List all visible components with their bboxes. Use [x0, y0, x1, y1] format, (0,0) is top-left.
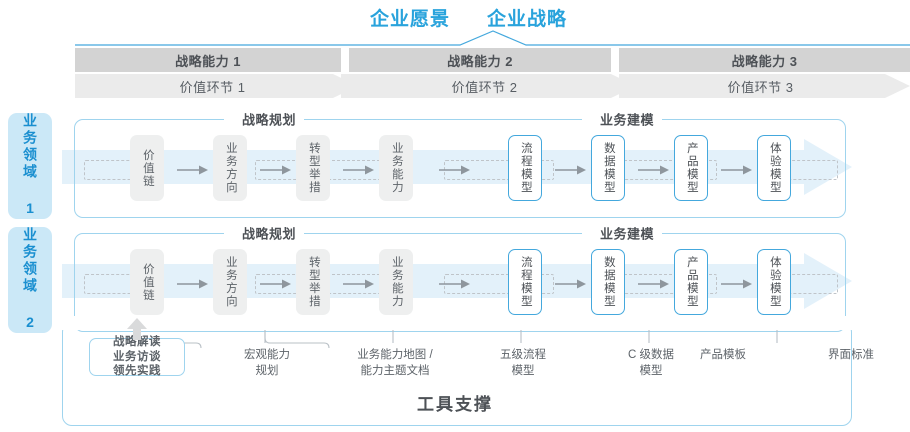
domain-row-1: 战略规划 业务建模价值链 业务方向 转型举措 业务能力 流程模型 数据模型 产品模型 体验模型 — [62, 109, 852, 218]
process-node-label: 体验模型 — [768, 256, 781, 308]
process-node-label: 业务能力 — [390, 142, 403, 194]
process-node-label: 业务方向 — [224, 142, 237, 194]
process-node-8[interactable]: 体验模型 — [757, 249, 791, 315]
process-node-label: 产品模型 — [685, 256, 698, 308]
step-arrow-icon — [439, 165, 470, 175]
process-node-label: 体验模型 — [768, 142, 781, 194]
strategic-capability-band: 战略能力 1 战略能力 2 战略能力 3 — [75, 48, 910, 72]
step-arrow-icon — [177, 165, 208, 175]
value-chain-cell-label: 价值环节 2 — [451, 79, 518, 95]
process-node-2[interactable]: 业务方向 — [213, 135, 247, 201]
process-node-label: 转型举措 — [307, 256, 320, 308]
process-node-3[interactable]: 转型举措 — [296, 249, 330, 315]
process-node-4[interactable]: 业务能力 — [379, 135, 413, 201]
process-node-label: 价值链 — [141, 262, 154, 302]
process-node-5[interactable]: 流程模型 — [508, 135, 542, 201]
process-node-label: 流程模型 — [519, 142, 532, 194]
section-label-modeling: 业务建模 — [592, 109, 663, 129]
step-arrow-icon — [721, 279, 752, 289]
top-connector-line — [75, 30, 910, 46]
tool-frame-top-gap — [62, 316, 852, 330]
step-arrow-icon — [638, 279, 669, 289]
tool-item-highlight[interactable]: 战略解读 业务访谈 领先实践 — [89, 336, 185, 377]
section-label-planning: 战略规划 — [234, 109, 305, 129]
value-chain-cell-label: 价值环节 3 — [727, 79, 794, 95]
value-chain-cell-1: 价值环节 1 — [75, 74, 350, 98]
tool-to-node-arrow-icon — [127, 318, 147, 340]
tool-support-title: 工具支撑 — [417, 395, 493, 414]
value-chain-cell-3: 价值环节 3 — [619, 74, 902, 98]
sidebar-item-domain-2[interactable]: 业务领域 2 — [8, 227, 52, 333]
row-frame — [74, 233, 846, 332]
process-node-2[interactable]: 业务方向 — [213, 249, 247, 315]
value-chain-chevrons — [75, 74, 910, 98]
row-frame — [74, 119, 846, 218]
process-node-6[interactable]: 数据模型 — [591, 135, 625, 201]
process-node-6[interactable]: 数据模型 — [591, 249, 625, 315]
step-arrow-icon — [721, 165, 752, 175]
step-arrow-icon — [177, 279, 208, 289]
value-chain-cell-label: 价值环节 1 — [179, 79, 246, 95]
capability-cell-label: 战略能力 2 — [447, 53, 513, 69]
process-node-7[interactable]: 产品模型 — [674, 249, 708, 315]
process-node-label: 业务方向 — [224, 256, 237, 308]
enterprise-strategy-title: 企业战略 — [487, 9, 568, 30]
domain-2-label: 业务领域 2 — [22, 227, 39, 333]
process-node-1[interactable]: 价值链 — [130, 135, 164, 201]
process-node-label: 流程模型 — [519, 256, 532, 308]
value-chain-band: 价值环节 1 价值环节 2 价值环节 3 — [75, 74, 910, 98]
value-chain-cell-2: 价值环节 2 — [341, 74, 628, 98]
process-node-8[interactable]: 体验模型 — [757, 135, 791, 201]
capability-cell-label: 战略能力 1 — [175, 53, 241, 69]
process-node-label: 数据模型 — [602, 256, 615, 308]
step-arrow-icon — [555, 279, 586, 289]
process-node-label: 业务能力 — [390, 256, 403, 308]
capability-cell-2: 战略能力 2 — [349, 48, 611, 72]
domain-1-label: 业务领域 1 — [22, 113, 39, 219]
flow-direction-arrow — [62, 139, 852, 195]
step-arrow-icon — [638, 165, 669, 175]
capability-cell-label: 战略能力 3 — [731, 53, 798, 69]
capability-cell-1: 战略能力 1 — [75, 48, 341, 72]
tool-item-3: 五级流程 模型 — [500, 349, 546, 377]
process-node-7[interactable]: 产品模型 — [674, 135, 708, 201]
section-label-modeling: 业务建模 — [592, 223, 663, 243]
process-node-3[interactable]: 转型举措 — [296, 135, 330, 201]
step-arrow-icon — [260, 165, 291, 175]
process-node-label: 价值链 — [141, 148, 154, 188]
tool-item-5: 产品模板 — [700, 349, 746, 361]
step-arrow-icon — [260, 279, 291, 289]
process-node-5[interactable]: 流程模型 — [508, 249, 542, 315]
process-node-label: 产品模型 — [685, 142, 698, 194]
sidebar-item-domain-1[interactable]: 业务领域 1 — [8, 113, 52, 219]
step-arrow-icon — [343, 165, 374, 175]
enterprise-vision-title: 企业愿景 — [370, 9, 451, 30]
capability-cell-3: 战略能力 3 — [619, 48, 910, 72]
process-node-label: 数据模型 — [602, 142, 615, 194]
process-node-label: 转型举措 — [307, 142, 320, 194]
flow-direction-arrow — [62, 253, 852, 309]
process-node-1[interactable]: 价值链 — [130, 249, 164, 315]
step-arrow-icon — [343, 279, 374, 289]
tool-item-2: 业务能力地图 / 能力主题文档 — [357, 349, 433, 377]
step-arrow-icon — [555, 165, 586, 175]
domain-row-2: 战略规划 业务建模价值链 业务方向 转型举措 业务能力 流程模型 数据模型 产品模型 体验模型 — [62, 223, 852, 332]
step-arrow-icon — [439, 279, 470, 289]
section-label-planning: 战略规划 — [234, 223, 305, 243]
process-node-4[interactable]: 业务能力 — [379, 249, 413, 315]
tool-item-1: 宏观能力 规划 — [244, 349, 290, 377]
tool-item-4: C 级数据 模型 — [628, 349, 674, 377]
